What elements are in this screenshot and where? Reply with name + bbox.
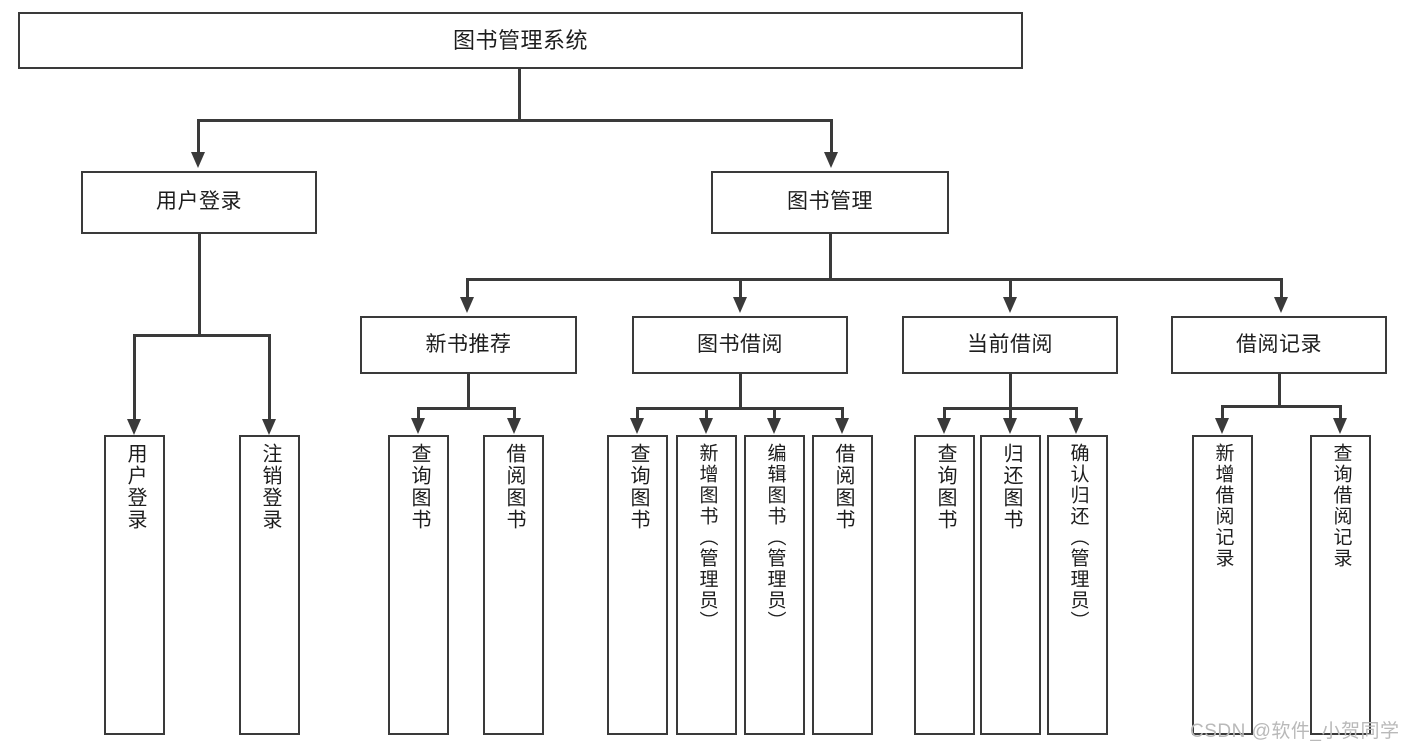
arrowhead-leaf-query-record	[1333, 418, 1347, 434]
leaf-borrow-book-1: 借阅图书	[483, 435, 544, 735]
connector-borrow-record-c1	[1221, 405, 1224, 419]
leaf-add-record: 新增借阅记录	[1192, 435, 1253, 735]
connector-root-to-book-manage	[830, 119, 833, 153]
arrowhead-leaf-query-book-1	[411, 418, 425, 434]
leaf-add-book-label: 新增图书（管理员）	[696, 443, 718, 632]
leaf-query-book-2: 查询图书	[607, 435, 668, 735]
connector-book-manage-stem	[829, 234, 832, 280]
node-new-book-rec-label: 新书推荐	[425, 332, 512, 356]
connector-current-borrow-c1	[943, 407, 946, 419]
connector-borrow-record-stem	[1278, 374, 1281, 407]
node-current-borrow: 当前借阅	[902, 316, 1118, 374]
leaf-user-login-label: 用户登录	[124, 443, 146, 531]
node-current-borrow-label: 当前借阅	[967, 332, 1053, 356]
connector-current-borrow-stem	[1009, 374, 1012, 409]
leaf-borrow-book-2: 借阅图书	[812, 435, 873, 735]
connector-borrow-record-bar	[1221, 405, 1341, 408]
leaf-edit-book: 编辑图书（管理员）	[744, 435, 805, 735]
leaf-user-login: 用户登录	[104, 435, 165, 735]
leaf-query-record-label: 查询借阅记录	[1330, 443, 1352, 569]
connector-book-manage-to-borrow-record	[1280, 278, 1283, 298]
connector-root-bar	[197, 119, 833, 122]
arrowhead-leaf-query-book-3	[937, 418, 951, 434]
connector-book-manage-to-current-borrow	[1009, 278, 1012, 298]
node-root: 图书管理系统	[18, 12, 1023, 69]
connector-book-manage-to-book-borrow	[739, 278, 742, 298]
leaf-return-book-label: 归还图书	[1000, 443, 1022, 531]
leaf-query-book-2-label: 查询图书	[627, 443, 649, 531]
connector-current-borrow-c2	[1009, 407, 1012, 419]
connector-new-book-c1	[417, 407, 420, 419]
leaf-borrow-book-2-label: 借阅图书	[832, 443, 854, 531]
leaf-edit-book-label: 编辑图书（管理员）	[764, 443, 786, 632]
arrowhead-leaf-add-record	[1215, 418, 1229, 434]
node-user-login-label: 用户登录	[156, 190, 242, 214]
leaf-return-book: 归还图书	[980, 435, 1041, 735]
connector-book-borrow-c3	[773, 407, 776, 419]
arrowhead-current-borrow	[1003, 297, 1017, 313]
connector-borrow-record-c2	[1339, 405, 1342, 419]
leaf-query-book-3: 查询图书	[914, 435, 975, 735]
arrowhead-root-to-book-manage	[824, 152, 838, 168]
arrowhead-leaf-add-book	[699, 418, 713, 434]
connector-book-borrow-stem	[739, 374, 742, 409]
arrowhead-leaf-return-book	[1003, 418, 1017, 434]
node-book-borrow-label: 图书借阅	[697, 332, 783, 356]
connector-book-manage-to-new-book	[466, 278, 469, 298]
leaf-confirm-return: 确认归还（管理员）	[1047, 435, 1108, 735]
arrowhead-leaf-confirm-return	[1069, 418, 1083, 434]
connector-user-login-left	[133, 334, 136, 419]
arrowhead-leaf-user-logout	[262, 419, 276, 435]
connector-book-borrow-c4	[841, 407, 844, 419]
arrowhead-new-book-rec	[460, 297, 474, 313]
csdn-watermark: CSDN @软件_小贺同学	[1190, 721, 1400, 742]
arrowhead-leaf-borrow-book-1	[507, 418, 521, 434]
connector-user-login-bar	[133, 334, 270, 337]
node-borrow-record: 借阅记录	[1171, 316, 1387, 374]
leaf-query-book-1-label: 查询图书	[408, 443, 430, 531]
arrowhead-borrow-record	[1274, 297, 1288, 313]
node-book-borrow: 图书借阅	[632, 316, 848, 374]
leaf-query-record: 查询借阅记录	[1310, 435, 1371, 735]
leaf-add-record-label: 新增借阅记录	[1212, 443, 1234, 569]
arrowhead-leaf-query-book-2	[630, 418, 644, 434]
leaf-confirm-return-label: 确认归还（管理员）	[1067, 443, 1089, 632]
node-borrow-record-label: 借阅记录	[1236, 332, 1322, 356]
connector-book-borrow-bar	[636, 407, 843, 410]
node-book-manage-label: 图书管理	[787, 190, 873, 214]
leaf-borrow-book-1-label: 借阅图书	[503, 443, 525, 531]
node-root-label: 图书管理系统	[452, 27, 588, 53]
node-book-manage: 图书管理	[711, 171, 949, 234]
arrowhead-root-to-user-login	[191, 152, 205, 168]
connector-current-borrow-c3	[1075, 407, 1078, 419]
leaf-user-logout-label: 注销登录	[259, 443, 281, 531]
connector-user-login-right	[268, 334, 271, 419]
leaf-add-book: 新增图书（管理员）	[676, 435, 737, 735]
arrowhead-book-borrow	[733, 297, 747, 313]
connector-root-stem	[518, 69, 521, 121]
arrowhead-leaf-edit-book	[767, 418, 781, 434]
connector-book-borrow-c1	[636, 407, 639, 419]
connector-book-borrow-c2	[705, 407, 708, 419]
arrowhead-leaf-user-login	[127, 419, 141, 435]
connector-user-login-stem	[198, 234, 201, 336]
connector-new-book-bar	[417, 407, 516, 410]
leaf-query-book-3-label: 查询图书	[934, 443, 956, 531]
connector-new-book-c2	[513, 407, 516, 419]
leaf-user-logout: 注销登录	[239, 435, 300, 735]
connector-book-manage-bar	[466, 278, 1282, 281]
node-user-login: 用户登录	[81, 171, 317, 234]
connector-new-book-stem	[467, 374, 470, 409]
node-new-book-rec: 新书推荐	[360, 316, 577, 374]
connector-root-to-user-login	[197, 119, 200, 153]
leaf-query-book-1: 查询图书	[388, 435, 449, 735]
arrowhead-leaf-borrow-book-2	[835, 418, 849, 434]
